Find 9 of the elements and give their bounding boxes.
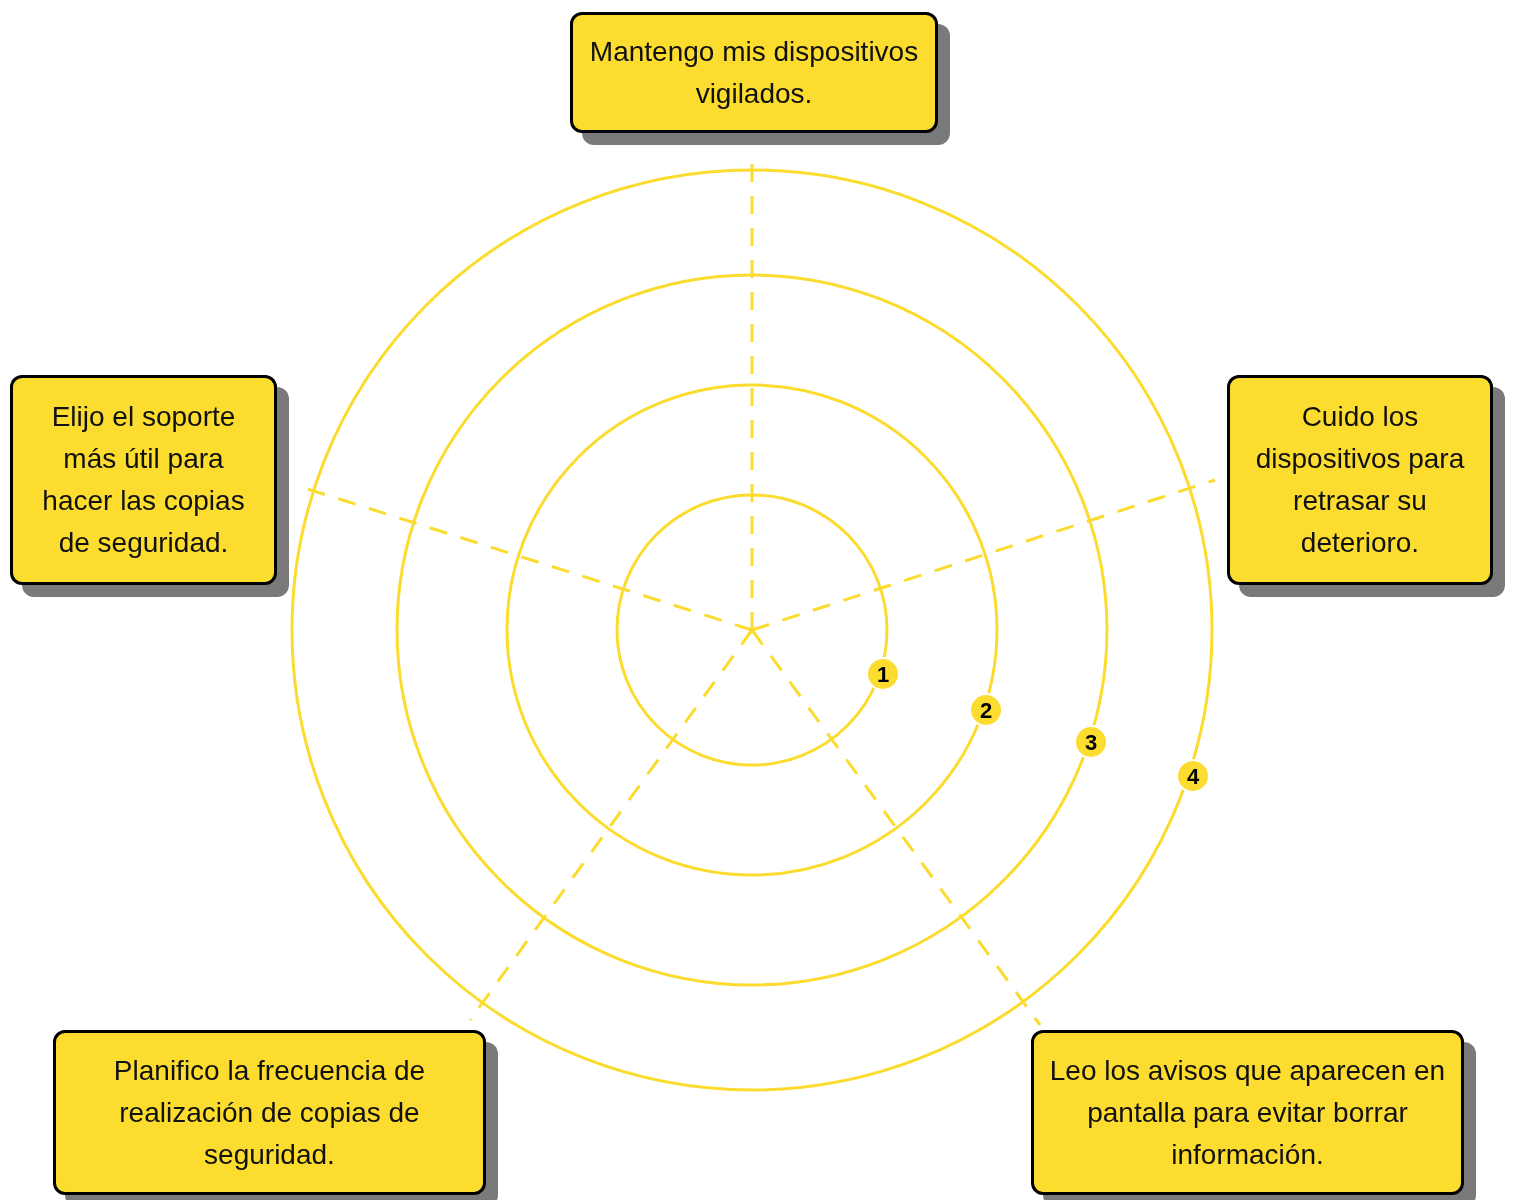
statement-text: Mantengo mis dispositivos vigilados. bbox=[588, 34, 920, 111]
ring-number-badge: 1 bbox=[866, 657, 900, 691]
statement-text: Planifico la frecuencia de realización de copias de seguridad. bbox=[112, 1053, 427, 1172]
ring-number-badge: 3 bbox=[1074, 725, 1108, 759]
ring-number-badge: 4 bbox=[1176, 759, 1210, 793]
statement-text: Elijo el soporte más útil para hacer las copias de seguridad. bbox=[41, 400, 246, 560]
statement-text: Cuido los dispositivos para retrasar su deterioro. bbox=[1254, 400, 1466, 560]
statement-text: Leo los avisos que aparecen en pantalla para evitar borrar información. bbox=[1048, 1053, 1447, 1172]
ring-number-badge: 2 bbox=[969, 693, 1003, 727]
